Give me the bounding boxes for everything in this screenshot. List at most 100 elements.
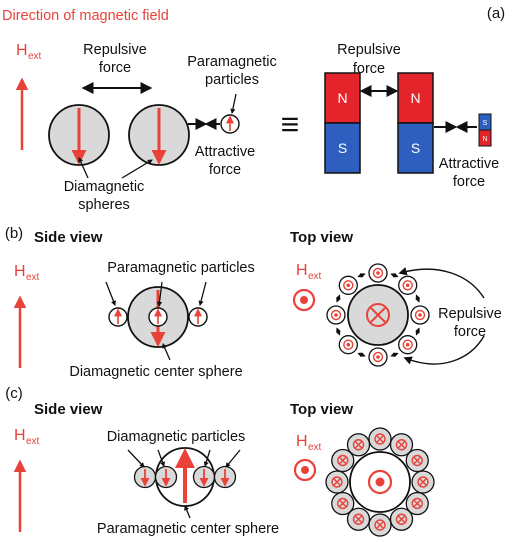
paramagnetic-center-sphere-label: Paramagnetic center sphere xyxy=(97,521,279,537)
pointer-line xyxy=(121,159,153,179)
south-pole-label: S xyxy=(483,120,488,127)
h-label: H xyxy=(296,433,308,450)
attractive-force-label-2: force xyxy=(209,162,241,178)
cross-in-circle-icon xyxy=(411,497,423,510)
diamagnetic-particle-row xyxy=(133,465,237,489)
pointer-line xyxy=(127,449,145,468)
diamagnetic-particle-ring xyxy=(325,427,435,537)
diamagnetic-label-1: Diamagnetic xyxy=(64,179,145,195)
cross-in-circle-icon xyxy=(395,439,408,451)
panel-a: (a) Direction of magnetic field H ext Re… xyxy=(2,5,505,213)
diamagnetic-particle xyxy=(133,465,157,489)
top-view-title: Top view xyxy=(290,401,353,418)
dot-in-circle-icon xyxy=(367,469,393,495)
bar-magnet-icon: N S xyxy=(324,72,361,174)
repulsive-arrow xyxy=(357,352,366,358)
diamagnetic-label-2: spheres xyxy=(78,197,130,213)
repulsive-arrow xyxy=(390,352,399,358)
h-subscript: ext xyxy=(308,271,322,282)
repulsive-force-label-2: force xyxy=(454,324,486,340)
panel-c-label: (c) xyxy=(5,385,23,402)
cross-in-circle-icon xyxy=(374,519,386,531)
equivalent-symbol: ≡ xyxy=(281,106,300,142)
paramagnetic-particle-ring xyxy=(326,263,430,367)
diamagnetic-particle xyxy=(213,465,237,489)
dot-in-circle-icon xyxy=(414,309,426,321)
side-view-title: Side view xyxy=(34,229,103,246)
dot-in-circle-icon xyxy=(330,309,342,321)
diamagnetic-particle xyxy=(368,427,392,451)
diamagnetic-particle xyxy=(411,470,435,494)
paramagnetic-particle xyxy=(398,275,418,295)
north-pole-label: N xyxy=(337,90,347,106)
south-pole-label: S xyxy=(411,140,420,156)
diamagnetic-particle xyxy=(405,448,429,473)
pointer-line xyxy=(162,343,171,361)
repulsive-arrow xyxy=(335,327,341,336)
magnet-repulsive-label-2: force xyxy=(353,61,385,77)
cross-in-circle-icon xyxy=(374,433,386,445)
diamagnetic-particle xyxy=(405,491,429,516)
pointer-line xyxy=(198,281,207,307)
diamagnetic-particle xyxy=(346,433,371,457)
repulsive-force-label-2: force xyxy=(99,60,131,76)
pointer-line xyxy=(230,93,237,115)
north-pole-label: N xyxy=(482,136,487,143)
field-direction-label: Direction of magnetic field xyxy=(2,8,169,24)
paramagnetic-particle xyxy=(368,347,388,367)
pointer-line xyxy=(398,267,485,299)
field-symbol-a: H ext xyxy=(16,42,42,62)
paramagnetic-label-2: particles xyxy=(205,72,259,88)
repulsive-arrow xyxy=(415,294,421,303)
dot-in-circle-icon xyxy=(372,267,384,279)
paramagnetic-particle xyxy=(338,335,358,355)
paramagnetic-particle xyxy=(398,335,418,355)
panel-b: (b) Side view Top view H ext Paramagneti… xyxy=(5,225,502,380)
pointer-line xyxy=(203,449,211,467)
h-subscript: ext xyxy=(26,436,40,447)
paramagnetic-particle xyxy=(338,275,358,295)
dot-in-circle-icon xyxy=(292,288,316,312)
bar-magnet-icon: N S xyxy=(397,72,434,174)
diamagnetic-particle xyxy=(346,507,371,531)
repulsive-arrow xyxy=(390,272,399,278)
cross-in-circle-icon xyxy=(395,513,408,525)
panel-a-label: (a) xyxy=(487,5,505,22)
pointer-line xyxy=(105,281,116,306)
panel-b-label: (b) xyxy=(5,225,23,242)
diamagnetic-particle xyxy=(154,465,178,489)
diamagnetic-particle xyxy=(389,433,414,457)
cross-in-circle-icon xyxy=(417,476,429,488)
side-view-title: Side view xyxy=(34,401,103,418)
magnet-attractive-label-1: Attractive xyxy=(439,156,499,172)
diamagnetic-particle xyxy=(192,465,216,489)
pointer-line xyxy=(156,281,163,308)
diamagnetic-particle xyxy=(325,470,349,494)
dot-in-circle-icon xyxy=(402,280,413,291)
cross-in-circle-icon xyxy=(366,303,390,327)
diamagnetic-center-sphere-label: Diamagnetic center sphere xyxy=(69,364,242,380)
pointer-line xyxy=(157,449,165,467)
pointer-line xyxy=(225,449,241,468)
diamagnetic-particle xyxy=(331,448,355,473)
paramagnetic-label-1: Paramagnetic xyxy=(187,54,276,70)
pointer-line xyxy=(403,335,485,365)
repulsive-arrow xyxy=(357,272,366,278)
north-pole-label: N xyxy=(410,90,420,106)
top-view-title: Top view xyxy=(290,229,353,246)
cross-in-circle-icon xyxy=(352,513,365,525)
diamagnetic-particle xyxy=(331,491,355,516)
cross-in-circle-icon xyxy=(337,497,349,510)
h-label: H xyxy=(16,42,28,59)
h-subscript: ext xyxy=(28,51,42,62)
magnet-attractive-label-2: force xyxy=(453,174,485,190)
bar-magnet-icon: S N xyxy=(478,113,492,147)
cross-in-circle-icon xyxy=(411,454,423,467)
h-label: H xyxy=(14,263,26,280)
cross-in-circle-icon xyxy=(352,439,365,451)
diamagnetic-particles-label: Diamagnetic particles xyxy=(107,429,246,445)
diamagnetic-particle xyxy=(389,507,414,531)
south-pole-label: S xyxy=(338,140,347,156)
